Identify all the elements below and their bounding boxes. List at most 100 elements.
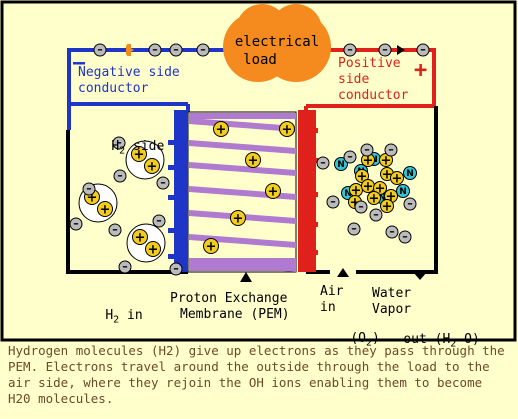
h2-in-label: H2 in xyxy=(74,293,143,341)
proton-plus-glyph: + xyxy=(363,154,374,169)
positive-conductor-label-line3: conductor xyxy=(338,88,409,103)
electron-icon xyxy=(343,150,357,164)
proton-icon xyxy=(390,171,404,185)
wire-marker xyxy=(127,44,131,56)
proton-icon xyxy=(265,183,281,199)
proton-plus-glyph: + xyxy=(248,154,259,169)
proton-plus-glyph: + xyxy=(350,196,361,211)
electron-minus-glyph: – xyxy=(358,200,364,213)
electron-minus-glyph: – xyxy=(320,156,326,169)
electron-icon xyxy=(196,43,210,57)
electron-icon xyxy=(118,260,132,274)
proton-icon xyxy=(132,229,148,245)
ion-n-glyph: N xyxy=(344,189,352,199)
positive-conductor-wire xyxy=(306,48,436,108)
water-out-arrow xyxy=(413,272,427,280)
proton-icon xyxy=(97,201,113,217)
electrical-load-blob xyxy=(223,4,331,82)
cathode-rib xyxy=(298,222,318,227)
ion-n-glyph: N xyxy=(378,193,386,203)
ion-icon xyxy=(403,166,417,180)
negative-sign: – xyxy=(73,50,86,74)
air-label-line3: (O2) xyxy=(319,316,380,364)
positive-conductor-label-line1: Positive xyxy=(338,56,401,71)
electron-icon xyxy=(378,43,392,57)
h2-side-rest: side xyxy=(125,139,165,154)
proton-icon xyxy=(145,241,161,257)
load-label-line2: load xyxy=(243,52,277,68)
pem-stripe xyxy=(189,234,296,248)
positive-sign: + xyxy=(414,58,428,83)
electron-minus-glyph: – xyxy=(382,43,388,56)
electron-minus-glyph: – xyxy=(122,260,128,273)
electron-icon xyxy=(384,143,398,157)
h2-molecule-icon xyxy=(126,223,166,263)
proton-plus-glyph: + xyxy=(148,243,159,258)
pem-stripe xyxy=(189,140,296,154)
right-cell-wall xyxy=(356,106,438,274)
electron-minus-glyph: – xyxy=(420,43,426,56)
electron-icon xyxy=(360,143,374,157)
proton-plus-glyph: + xyxy=(268,185,279,200)
h2-in-sub: 2 xyxy=(113,314,120,326)
air-o-rest: ) xyxy=(372,331,380,346)
pem-pointer-arrow xyxy=(240,272,252,282)
electron-minus-glyph: – xyxy=(388,143,394,156)
electron-minus-glyph: – xyxy=(351,222,357,235)
proton-plus-glyph: + xyxy=(135,231,146,246)
caption-text: Hydrogen molecules (H2) give up electron… xyxy=(8,343,505,406)
anode-plate xyxy=(174,110,188,272)
electron-minus-glyph: – xyxy=(97,43,103,56)
electron-minus-glyph: – xyxy=(407,197,413,210)
electron-minus-glyph: – xyxy=(347,150,353,163)
electron-icon xyxy=(148,43,162,57)
load-label-line1: electrical xyxy=(234,34,320,50)
pem-label-line1: Proton Exchange xyxy=(170,291,288,306)
electron-minus-glyph: – xyxy=(347,43,353,56)
proton-plus-glyph: + xyxy=(381,154,392,169)
pem-bottom-band xyxy=(189,258,296,271)
electron-icon xyxy=(108,223,122,237)
electron-icon xyxy=(93,43,107,57)
electron-icon xyxy=(113,169,127,183)
pem-top-band xyxy=(189,113,296,119)
anode-rib xyxy=(168,140,188,145)
positive-conductor-label-line2: side xyxy=(338,72,370,87)
electron-icon xyxy=(156,176,170,190)
electron-icon xyxy=(354,200,368,214)
cathode-rib xyxy=(298,128,318,133)
proton-plus-glyph: + xyxy=(382,200,393,215)
electron-minus-glyph: – xyxy=(373,208,379,221)
proton-plus-glyph: + xyxy=(134,148,145,163)
electron-flow-arrow-right xyxy=(397,45,405,55)
proton-icon xyxy=(203,238,219,254)
proton-icon xyxy=(245,152,261,168)
electron-minus-glyph: – xyxy=(112,223,118,236)
proton-icon xyxy=(213,121,229,137)
proton-plus-glyph: + xyxy=(87,191,98,206)
proton-plus-glyph: + xyxy=(369,192,380,207)
electron-icon xyxy=(369,208,383,222)
ion-n-glyph: N xyxy=(406,169,414,179)
h2-in-rest: in xyxy=(119,308,143,323)
electron-icon xyxy=(385,225,399,239)
air-in-arrow xyxy=(337,268,349,277)
anode-rib xyxy=(168,195,188,200)
water-label-line2: Vapor xyxy=(372,302,412,317)
proton-icon xyxy=(380,199,394,213)
electron-minus-glyph: – xyxy=(330,195,336,208)
electron-icon xyxy=(69,217,83,231)
electron-minus-glyph: – xyxy=(116,136,122,149)
negative-conductor-label-line2: conductor xyxy=(78,81,149,96)
proton-icon xyxy=(367,191,381,205)
ion-icon xyxy=(334,157,348,171)
negative-conductor-label-line1: Negative side xyxy=(78,65,180,80)
proton-icon xyxy=(131,146,147,162)
proton-plus-glyph: + xyxy=(382,168,393,183)
h2-in-h: H xyxy=(105,308,114,323)
proton-plus-glyph: + xyxy=(351,184,362,199)
electron-icon xyxy=(326,195,340,209)
proton-plus-glyph: + xyxy=(216,123,227,138)
